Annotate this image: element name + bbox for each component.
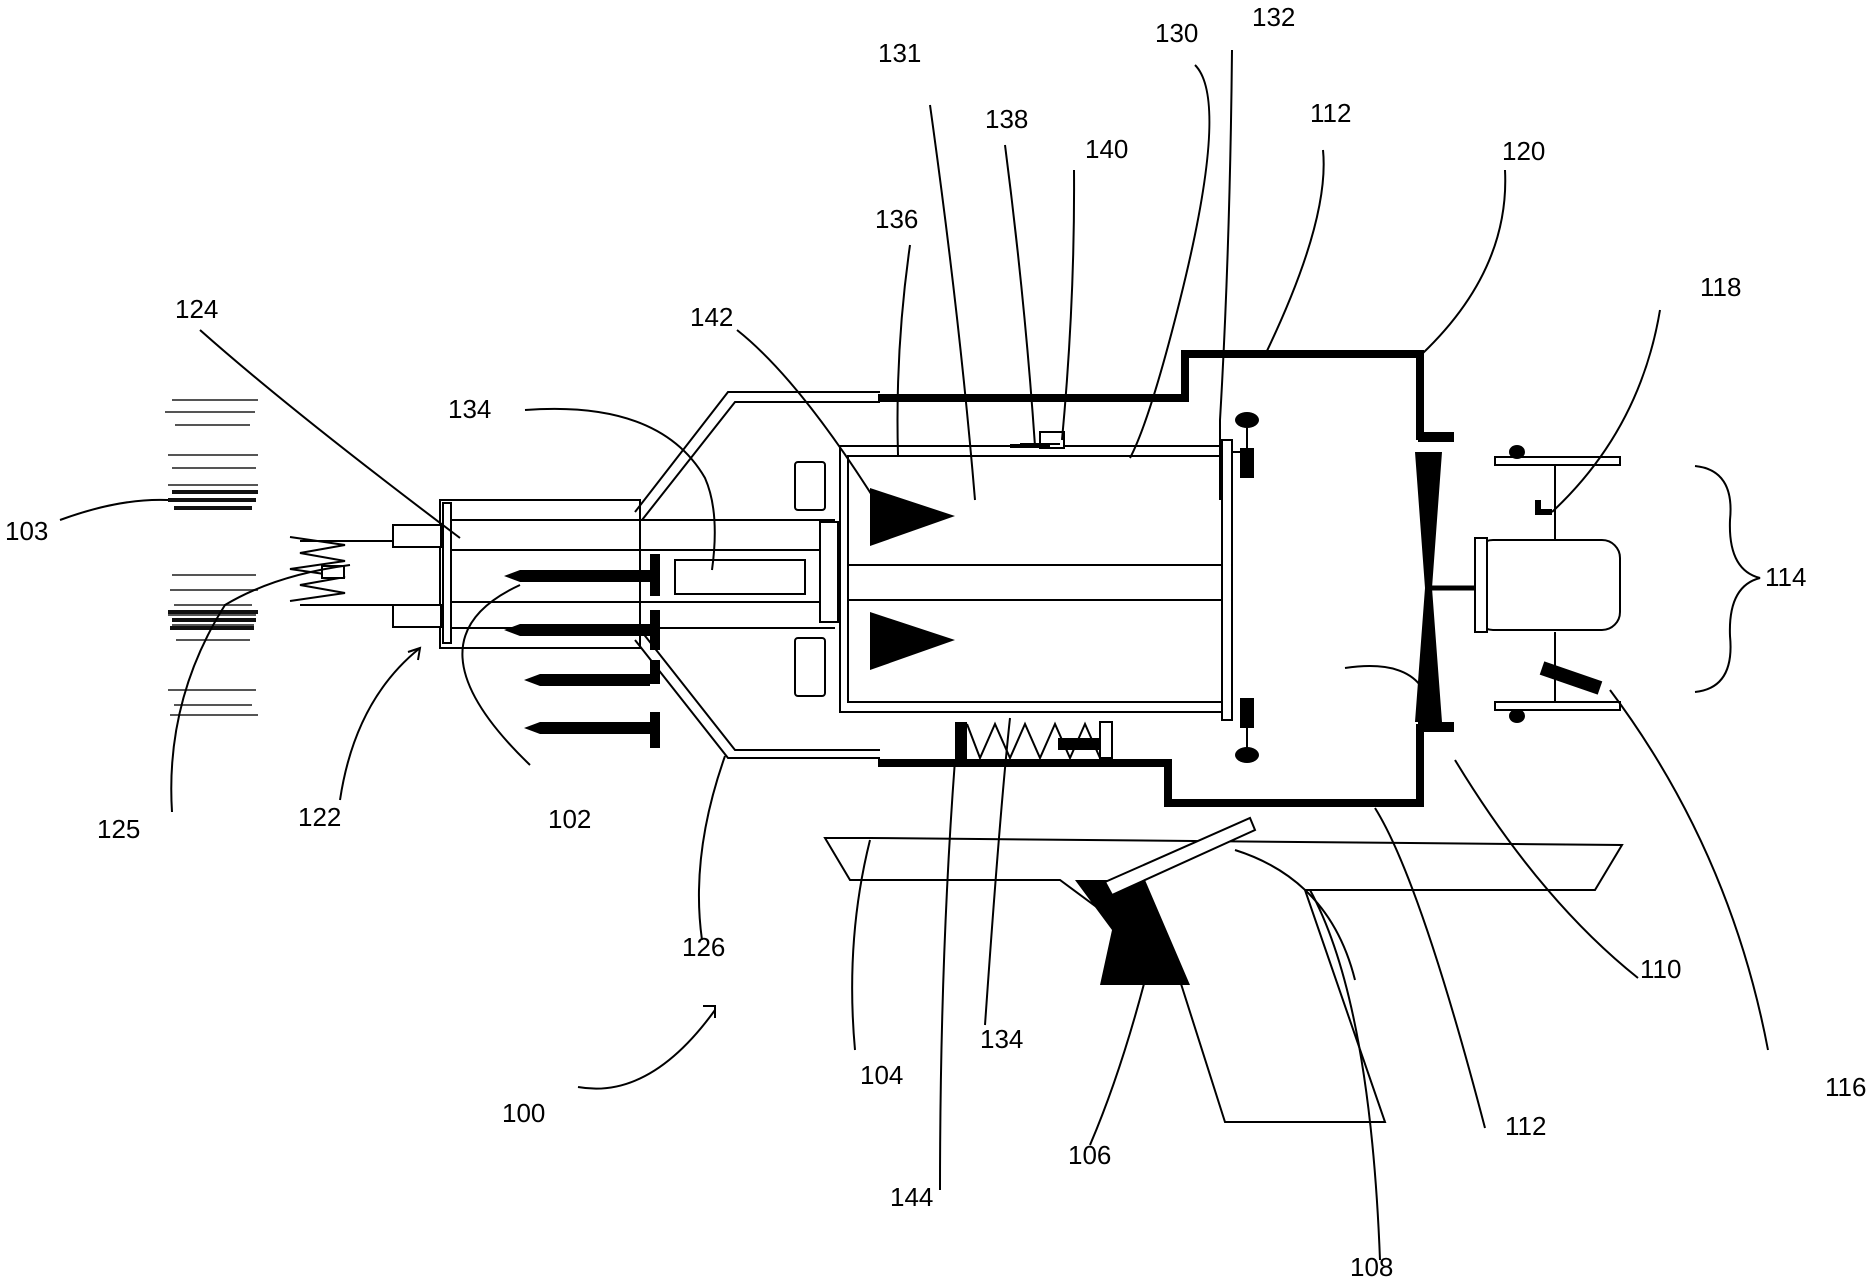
- label-124: 124: [175, 294, 218, 324]
- label-134-upper: 134: [448, 394, 491, 424]
- label-120: 120: [1502, 136, 1545, 166]
- label-102: 102: [548, 804, 591, 834]
- chamber-inner-wall: [848, 456, 1222, 702]
- trigger-grip: [1075, 880, 1190, 985]
- label-106: 106: [1068, 1140, 1111, 1170]
- label-130: 130: [1155, 18, 1198, 48]
- gun-body: [825, 838, 1622, 1122]
- battery-pack: [1475, 540, 1620, 630]
- label-126: 126: [682, 932, 725, 962]
- label-100: 100: [502, 1098, 545, 1128]
- handle-bracket: [1695, 466, 1760, 692]
- label-112-upper: 112: [1310, 98, 1351, 128]
- label-134-lower: 134: [980, 1024, 1023, 1054]
- outer-housing-upper: [878, 354, 1452, 436]
- label-140: 140: [1085, 134, 1128, 164]
- nose-guide-upper: [393, 525, 441, 547]
- label-112-lower: 112: [1505, 1111, 1546, 1141]
- label-103: 103: [5, 516, 48, 546]
- label-142: 142: [690, 302, 733, 332]
- label-108: 108: [1350, 1252, 1393, 1280]
- label-122: 122: [298, 802, 341, 832]
- nose-plate: [443, 503, 451, 643]
- rear-plate: [1222, 440, 1232, 720]
- target-surface-dense: [168, 492, 258, 628]
- label-118: 118: [1700, 272, 1741, 302]
- trigger-lever: [1105, 818, 1255, 895]
- label-125: 125: [97, 814, 140, 844]
- nose-guide-lower: [393, 605, 441, 627]
- label-144: 144: [890, 1182, 933, 1212]
- handle-rail-lower: [1495, 702, 1620, 710]
- label-138: 138: [985, 104, 1028, 134]
- label-116: 116: [1825, 1072, 1866, 1102]
- label-136: 136: [875, 204, 918, 234]
- label-110: 110: [1640, 954, 1681, 984]
- label-132: 132: [1252, 2, 1295, 32]
- target-surface: [165, 400, 258, 715]
- label-104: 104: [860, 1060, 903, 1090]
- label-114: 114: [1765, 562, 1806, 592]
- label-131: 131: [878, 38, 921, 68]
